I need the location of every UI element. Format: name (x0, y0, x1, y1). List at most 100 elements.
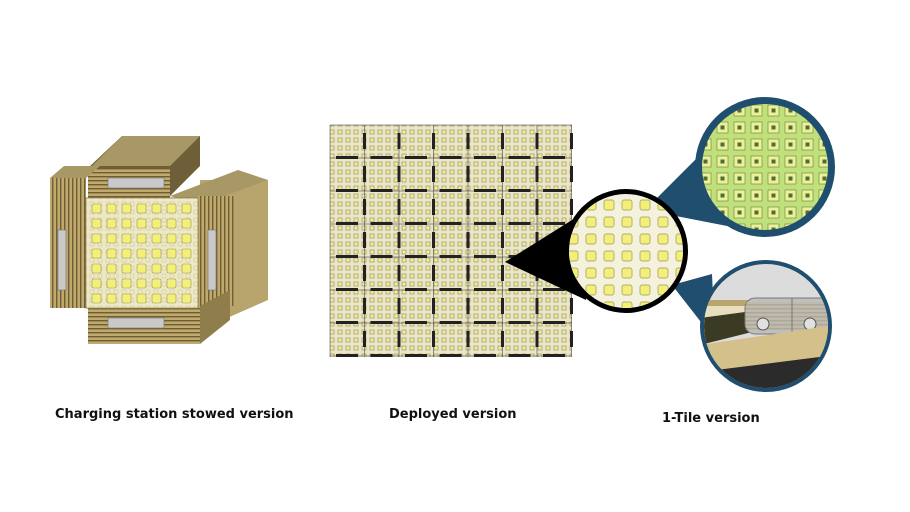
hinge-bar (543, 354, 565, 357)
hinge-bar (535, 199, 539, 215)
hinge-bar (439, 189, 462, 192)
led-cell (91, 278, 102, 289)
led-cell (91, 293, 102, 304)
led-cell (603, 284, 615, 296)
hinge-bar (474, 255, 496, 258)
hinge-bar (535, 166, 539, 182)
led-cell (166, 293, 177, 304)
hinge-bar (439, 288, 462, 291)
hinge-bar (508, 222, 531, 225)
hinge-bar (501, 298, 504, 314)
hinge-bar (363, 298, 366, 314)
hinge-bar (501, 133, 504, 149)
led-cell (675, 250, 683, 262)
led-cell (639, 267, 651, 279)
led-cell (166, 278, 177, 289)
hinge-bar (336, 354, 358, 357)
led-cell (166, 248, 177, 259)
tile-detail-bottom (700, 260, 832, 392)
hinge-bar (370, 255, 393, 258)
led-cell (166, 218, 177, 229)
led-cell (121, 233, 132, 244)
led-cell (166, 263, 177, 274)
led-cell (181, 203, 192, 214)
hinge-bar (439, 354, 462, 357)
hinge-bar (397, 265, 401, 281)
hinge-bar (336, 288, 358, 291)
hinge-bar (370, 354, 393, 357)
led-cell (675, 301, 683, 308)
led-cell (181, 263, 192, 274)
hinge-bar (501, 199, 504, 215)
led-cell (106, 263, 117, 274)
hinge-bar (405, 189, 427, 192)
hinge-bar (466, 331, 470, 347)
hinge-bar (432, 232, 435, 248)
led-cell (181, 293, 192, 304)
led-cell (151, 233, 162, 244)
hinge-bar (370, 156, 393, 159)
hinge-bar (501, 331, 504, 347)
led-cell (657, 267, 669, 279)
hinge-bar (474, 288, 496, 291)
led-cell (585, 216, 597, 228)
hinge-bar (570, 199, 573, 215)
hinge-bar (543, 222, 565, 225)
led-cell (106, 248, 117, 259)
led-cell (121, 248, 132, 259)
led-cell (657, 250, 669, 262)
caption-stowed: Charging station stowed version (55, 407, 294, 422)
hinge-bar (432, 133, 435, 149)
led-cell (639, 199, 651, 211)
hinge-bar (370, 321, 393, 324)
led-cell (639, 250, 651, 262)
led-cell (136, 248, 147, 259)
hinge-bar (405, 288, 427, 291)
hinge-bar (397, 133, 401, 149)
hinge-bar (501, 166, 504, 182)
led-cell (121, 278, 132, 289)
led-cell (121, 293, 132, 304)
led-cell (603, 250, 615, 262)
led-cell (106, 293, 117, 304)
led-cell (639, 284, 651, 296)
hinge-bar (474, 321, 496, 324)
hinge-bar (508, 354, 531, 357)
led-cell (603, 267, 615, 279)
hinge-bar (397, 232, 401, 248)
hinge-bar (363, 166, 366, 182)
stowed-led-array (91, 203, 192, 304)
led-cell (621, 267, 633, 279)
hinge-bar (336, 189, 358, 192)
hinge-bar (543, 189, 565, 192)
led-cell (136, 293, 147, 304)
hinge-bar (336, 156, 358, 159)
hinge-bar (535, 133, 539, 149)
led-cell (621, 199, 633, 211)
hinge-bar (466, 298, 470, 314)
led-cell (106, 233, 117, 244)
led-cell (91, 248, 102, 259)
hinge-bar (405, 321, 427, 324)
led-cell (621, 301, 633, 308)
hinge-bar (370, 288, 393, 291)
led-cell (639, 216, 651, 228)
hinge-bar (570, 298, 573, 314)
led-cell (621, 233, 633, 245)
hinge-bar (363, 265, 366, 281)
hinge-bar (336, 255, 358, 258)
hinge-bar (535, 331, 539, 347)
magnifier-callout (564, 189, 688, 313)
led-cell (106, 278, 117, 289)
hinge-bar (535, 298, 539, 314)
hinge-bar (405, 222, 427, 225)
hinge-bar (474, 189, 496, 192)
hinge-bar (336, 321, 358, 324)
hinge-bar (466, 232, 470, 248)
hinge-bar (543, 321, 565, 324)
hinge-bar (570, 166, 573, 182)
led-cell (91, 233, 102, 244)
hinge-bar (370, 189, 393, 192)
led-cell (621, 250, 633, 262)
